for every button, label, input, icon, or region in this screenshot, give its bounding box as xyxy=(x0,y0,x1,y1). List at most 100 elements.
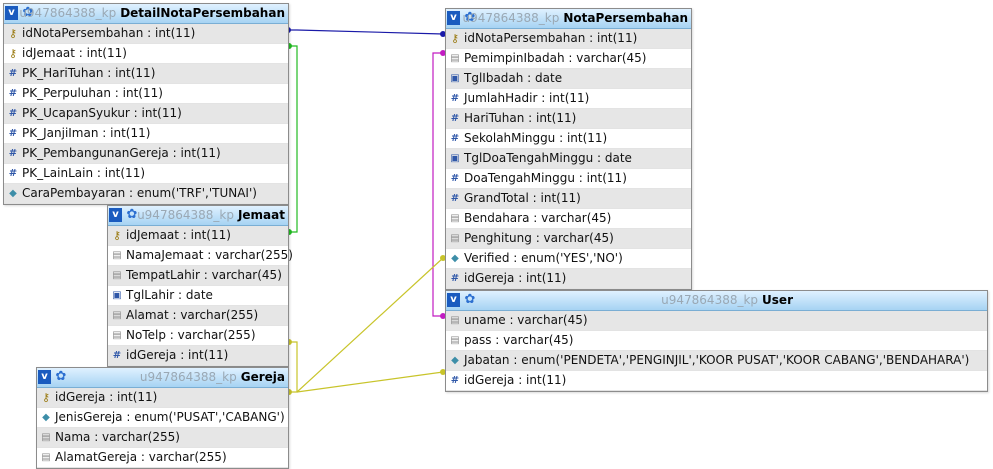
integer-field-icon: # xyxy=(450,93,460,104)
field-row[interactable]: ▤PemimpinIbadah : varchar(45) xyxy=(446,49,691,69)
field-row[interactable]: ▣TglIbadah : date xyxy=(446,69,691,89)
field-row[interactable]: ▤NamaJemaat : varchar(255) xyxy=(108,246,293,266)
database-name: u947864388_kp xyxy=(462,11,560,25)
gear-icon[interactable]: ✿ xyxy=(55,369,67,384)
field-row[interactable]: #PK_HariTuhan : int(11) xyxy=(4,64,288,84)
table-name: NotaPersembahan xyxy=(563,11,688,25)
field-label: CaraPembayaran : enum('TRF','TUNAI') xyxy=(22,186,257,200)
primary-key-icon: ⚷ xyxy=(41,391,51,404)
collapse-toggle-icon[interactable]: v xyxy=(447,11,460,25)
table-name: Jemaat xyxy=(237,208,285,222)
string-field-icon: ▤ xyxy=(41,452,51,463)
field-row[interactable]: #PK_PembangunanGereja : int(11) xyxy=(4,144,288,164)
field-row[interactable]: ⚷idGereja : int(11) xyxy=(37,388,288,408)
field-row[interactable]: ▤uname : varchar(45) xyxy=(446,311,987,331)
field-row[interactable]: ⚷idNotaPersembahan : int(11) xyxy=(446,29,691,49)
gear-icon[interactable]: ✿ xyxy=(126,207,138,222)
field-row[interactable]: ◆JenisGereja : enum('PUSAT','CABANG') xyxy=(37,408,288,428)
field-label: Penghitung : varchar(45) xyxy=(464,231,614,245)
field-label: PK_HariTuhan : int(11) xyxy=(22,66,156,80)
field-row[interactable]: #idGereja : int(11) xyxy=(446,371,987,391)
field-row[interactable]: ▤ Bendahara : varchar(45) xyxy=(446,209,691,229)
field-row[interactable]: #GrandTotal : int(11) xyxy=(446,189,691,209)
field-row[interactable]: #SekolahMinggu : int(11) xyxy=(446,129,691,149)
field-row[interactable]: ▤ AlamatGereja : varchar(255) xyxy=(37,448,288,468)
field-row[interactable]: #PK_LainLain : int(11) xyxy=(4,164,288,184)
relation-line-detail-nota xyxy=(289,29,452,39)
primary-key-icon: ⚷ xyxy=(112,229,122,242)
field-label: JenisGereja : enum('PUSAT','CABANG') xyxy=(55,410,285,424)
integer-field-icon: # xyxy=(112,350,122,361)
field-label: Verified : enum('YES','NO') xyxy=(464,251,623,265)
field-row[interactable]: ▤NoTelp : varchar(255) xyxy=(108,326,288,346)
field-row[interactable]: #DoaTengahMinggu : int(11) xyxy=(446,169,691,189)
field-row[interactable]: #PK_UcapanSyukur : int(11) xyxy=(4,104,288,124)
field-row[interactable]: #idGereja : int(11) xyxy=(108,346,288,366)
integer-field-icon: # xyxy=(8,168,18,179)
string-field-icon: ▤ xyxy=(41,432,51,443)
string-field-icon: ▤ xyxy=(112,330,122,341)
primary-key-icon: ⚷ xyxy=(8,47,18,60)
field-row[interactable]: #JumlahHadir : int(11) xyxy=(446,89,691,109)
string-field-icon: ▤ xyxy=(450,53,460,64)
field-label: TglLahir : date xyxy=(126,288,213,302)
integer-field-icon: # xyxy=(8,108,18,119)
field-label: idNotaPersembahan : int(11) xyxy=(464,31,638,45)
collapse-toggle-icon[interactable]: v xyxy=(447,293,460,307)
relation-line-jemaat-gereja xyxy=(289,341,298,393)
field-label: TempatLahir : varchar(45) xyxy=(126,268,282,282)
field-row[interactable]: #idGereja : int(11) xyxy=(446,269,691,289)
collapse-toggle-icon[interactable]: v xyxy=(38,370,51,384)
field-row[interactable]: ⚷idNotaPersembahan : int(11) xyxy=(4,24,288,44)
gear-icon[interactable]: ✿ xyxy=(464,10,476,25)
database-name: u947864388_kp xyxy=(139,370,237,384)
field-row[interactable]: ◆CaraPembayaran : enum('TRF','TUNAI') xyxy=(4,184,288,204)
table-name: DetailNotaPersembahan xyxy=(120,6,285,20)
field-row[interactable]: #PK_Perpuluhan : int(11) xyxy=(4,84,288,104)
collapse-toggle-icon[interactable]: v xyxy=(5,6,18,20)
field-label: PK_JanjiIman : int(11) xyxy=(22,126,151,140)
collapse-toggle-icon[interactable]: v xyxy=(109,208,122,222)
field-label: idJemaat : int(11) xyxy=(22,46,127,60)
field-row[interactable]: ▣TglDoaTengahMinggu : date xyxy=(446,149,691,169)
integer-field-icon: # xyxy=(450,193,460,204)
field-row[interactable]: ▤Nama : varchar(255) xyxy=(37,428,288,448)
field-label: Bendahara : varchar(45) xyxy=(464,211,612,225)
field-label: Alamat : varchar(255) xyxy=(126,308,259,322)
field-row[interactable]: ◆Jabatan : enum('PENDETA','PENGINJIL','K… xyxy=(446,351,987,371)
field-row[interactable]: #HariTuhan : int(11) xyxy=(446,109,691,129)
primary-key-icon: ⚷ xyxy=(8,27,18,40)
field-row[interactable]: ▤TempatLahir : varchar(45) xyxy=(108,266,288,286)
field-row[interactable]: ⚷ idJemaat : int(11) xyxy=(4,44,288,64)
field-label: idGereja : int(11) xyxy=(464,271,567,285)
field-row[interactable]: ◆Verified : enum('YES','NO') xyxy=(446,249,691,269)
string-field-icon: ▤ xyxy=(112,310,122,321)
field-row[interactable]: ⚷idJemaat : int(11) xyxy=(108,226,288,246)
integer-field-icon: # xyxy=(8,128,18,139)
string-field-icon: ▤ xyxy=(450,213,460,224)
field-row[interactable]: ▤pass : varchar(45) xyxy=(446,331,987,351)
integer-field-icon: # xyxy=(450,173,460,184)
field-label: TglDoaTengahMinggu : date xyxy=(464,151,632,165)
string-field-icon: ▤ xyxy=(450,315,460,326)
field-row[interactable]: ▤ Alamat : varchar(255) xyxy=(108,306,288,326)
field-row[interactable]: # PK_JanjiIman : int(11) xyxy=(4,124,288,144)
field-row[interactable]: ▣TglLahir : date xyxy=(108,286,288,306)
field-label: AlamatGereja : varchar(255) xyxy=(55,450,227,464)
gear-icon[interactable]: ✿ xyxy=(464,292,476,307)
field-row[interactable]: ▤Penghitung : varchar(45) xyxy=(446,229,691,249)
field-label: SekolahMinggu : int(11) xyxy=(464,131,608,145)
gear-icon[interactable]: ✿ xyxy=(22,5,34,20)
